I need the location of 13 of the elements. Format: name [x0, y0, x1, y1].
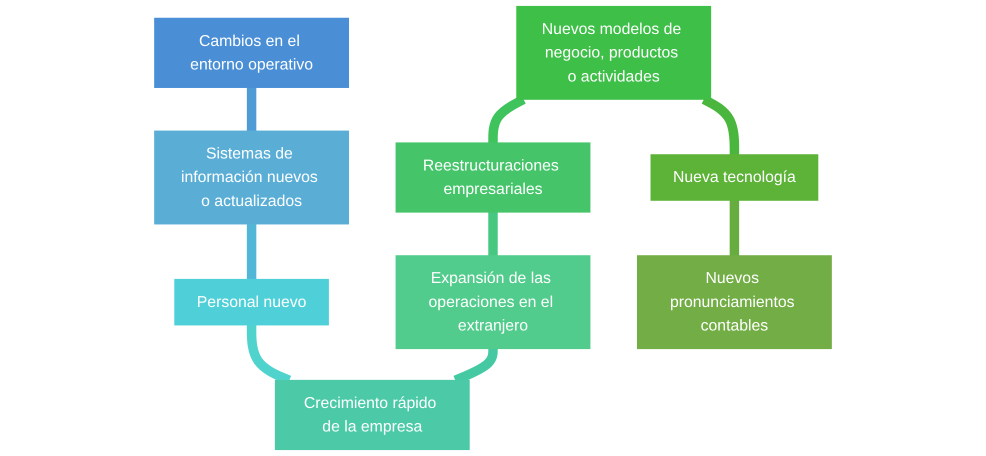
connector: [702, 95, 740, 155]
node-box: Sistemas de información nuevos o actualizados: [154, 130, 350, 224]
node-box: Cambios en el entorno operativo: [154, 18, 350, 88]
node-box: Nuevos pronunciamientos contables: [636, 255, 832, 350]
node-box: Expansión de las operaciones en el extranjero: [396, 255, 590, 350]
node-box: Personal nuevo: [174, 278, 329, 326]
connector: [488, 212, 498, 258]
node-box: Nuevos modelos de negocio, productos o actividades: [516, 6, 712, 100]
connector: [488, 95, 526, 143]
node-box: Crecimiento rápido de la empresa: [274, 380, 470, 450]
connector: [730, 200, 740, 258]
node-box: Nueva tecnología: [650, 154, 818, 201]
node-box: Reestructuraciones empresariales: [396, 142, 590, 213]
